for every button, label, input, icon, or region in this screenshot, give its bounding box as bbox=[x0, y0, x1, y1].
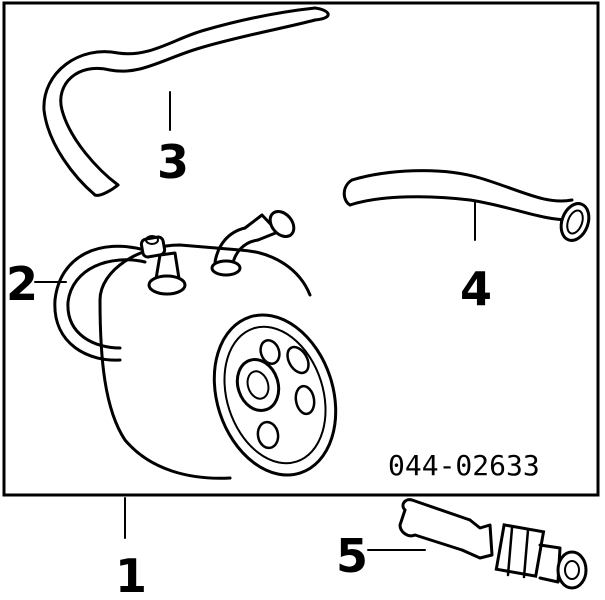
hose-part-3 bbox=[42, 6, 330, 197]
oil-cooler-part-1 bbox=[98, 209, 338, 480]
cooler-top-fitting-right bbox=[210, 209, 296, 277]
callout-3: 3 bbox=[157, 135, 189, 189]
callout-1: 1 bbox=[115, 549, 147, 600]
callout-2: 2 bbox=[6, 257, 38, 311]
hose-end-opening bbox=[559, 202, 591, 242]
union-bolt-part-5 bbox=[398, 498, 588, 590]
gasket-part-2 bbox=[53, 244, 147, 362]
bolt-hex-nut bbox=[494, 523, 546, 578]
diagram-frame bbox=[2, 1, 600, 497]
bolt-end-opening bbox=[556, 550, 588, 590]
cooler-top-fitting-left bbox=[139, 235, 187, 296]
leader-lines bbox=[34, 91, 476, 551]
callout-4: 4 bbox=[460, 262, 492, 316]
cooler-center-bore bbox=[235, 358, 281, 412]
callout-5: 5 bbox=[336, 529, 368, 583]
diagram-part-number: 044-02633 bbox=[388, 449, 540, 482]
hose-part-4 bbox=[342, 169, 591, 242]
